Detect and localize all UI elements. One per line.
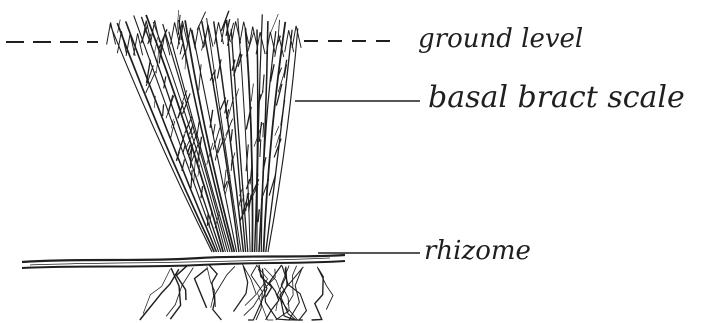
bract-scale-tip bbox=[195, 26, 204, 48]
ground-level-label: ground level bbox=[418, 24, 583, 54]
fiber-strand bbox=[191, 170, 192, 188]
root-strand bbox=[317, 267, 333, 310]
ground-level-line bbox=[6, 41, 400, 42]
root-strand bbox=[207, 267, 215, 308]
bract-scale-stroke bbox=[179, 20, 233, 252]
rhizome-upper-edge bbox=[22, 255, 345, 262]
fiber-strand bbox=[183, 143, 186, 154]
root-strand bbox=[143, 269, 170, 314]
fiber-strand bbox=[263, 74, 265, 92]
bract-scale-tip bbox=[240, 22, 249, 44]
basal-bract-scales bbox=[107, 10, 302, 252]
fiber-strand bbox=[281, 100, 285, 126]
fiber-strand bbox=[260, 139, 261, 157]
basal-bract-scale-label: basal bract scale bbox=[428, 80, 685, 115]
fiber-strand bbox=[251, 84, 253, 102]
bract-scale-stroke bbox=[141, 17, 221, 252]
fiber-strand bbox=[180, 44, 182, 54]
root-strand bbox=[209, 265, 222, 320]
fiber-strand bbox=[269, 14, 278, 37]
rhizome-label: rhizome bbox=[424, 236, 531, 266]
fiber-strand bbox=[208, 214, 209, 226]
fiber-strand bbox=[258, 209, 259, 222]
root-strand bbox=[248, 269, 267, 320]
fiber-strand bbox=[263, 123, 264, 138]
root-strand bbox=[195, 269, 208, 308]
root-strand bbox=[140, 269, 179, 320]
fiber-strand bbox=[197, 12, 206, 30]
fiber-strand bbox=[231, 129, 232, 141]
fiber-strand bbox=[275, 126, 279, 135]
root-strand bbox=[215, 266, 235, 307]
fiber-strand bbox=[197, 122, 199, 138]
fiber-strand bbox=[163, 104, 164, 116]
roots bbox=[140, 264, 333, 320]
fiber-strand bbox=[213, 124, 215, 136]
